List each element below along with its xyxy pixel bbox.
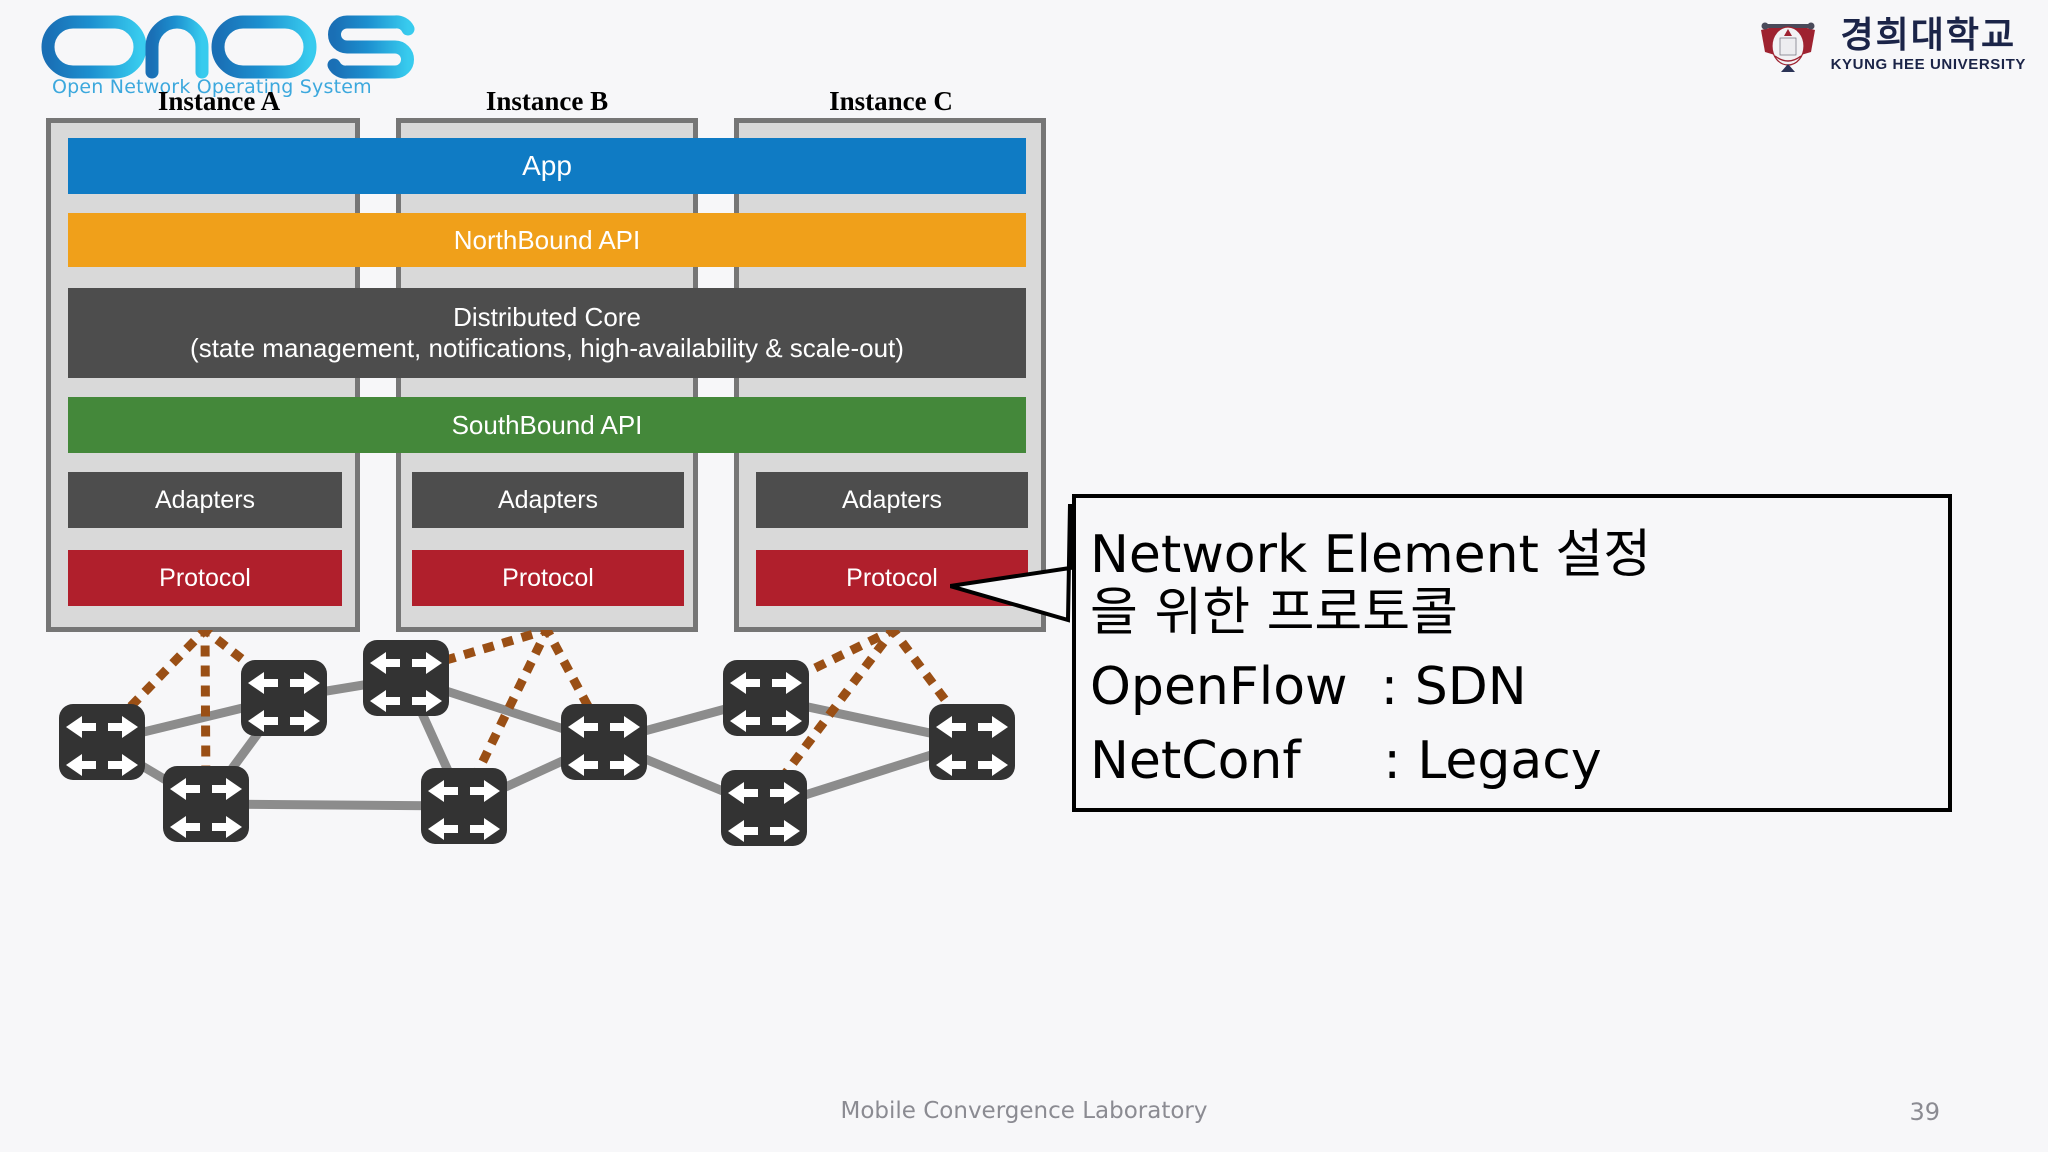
protocol-instance-a: Protocol: [68, 550, 342, 606]
adapters-instance-b: Adapters: [412, 472, 684, 528]
callout-line-1: Network Element 설정: [1090, 525, 1652, 585]
instance-label-a: Instance A: [157, 86, 281, 116]
university-name-kr: 경희대학교: [1840, 15, 2017, 56]
network-switch-icon: [241, 660, 327, 736]
network-switch-icon: [363, 640, 449, 716]
layer-northbound-api: NorthBound API: [68, 213, 1026, 267]
network-switch-icon: [721, 770, 807, 846]
protocol-instance-b: Protocol: [412, 550, 684, 606]
adapters-instance-a: Adapters: [68, 472, 342, 528]
instance-label-b: Instance B: [485, 86, 609, 116]
callout-box: Network Element 설정 을 위한 프로토콜 OpenFlow : …: [1072, 494, 1952, 812]
network-switch-icon: [723, 660, 809, 736]
onos-wordmark-icon: [41, 15, 415, 79]
layer-southbound-api: SouthBound API: [68, 397, 1026, 453]
kyung-hee-university-logo: 경희대학교 KYUNG HEE UNIVERSITY: [1755, 8, 2026, 82]
callout-line-4: NetConf : Legacy: [1090, 731, 1602, 791]
footer-lab-name: Mobile Convergence Laboratory: [840, 1098, 1208, 1124]
adapters-instance-c: Adapters: [756, 472, 1028, 528]
network-switch-icon: [561, 704, 647, 780]
callout-pointer: [950, 503, 1072, 623]
university-name-en: KYUNG HEE UNIVERSITY: [1830, 56, 2026, 73]
network-switch-icon: [421, 768, 507, 844]
distributed-core-subtitle: (state management, notifications, high-a…: [190, 333, 904, 363]
onos-tagline: Open Network Operating System: [52, 76, 372, 98]
network-switch-icon: [929, 704, 1015, 780]
distributed-core-title: Distributed Core: [453, 302, 641, 333]
university-crest-icon: [1755, 12, 1821, 78]
layer-app: App: [68, 138, 1026, 194]
onos-logo: [40, 8, 420, 94]
callout-line-3: OpenFlow : SDN: [1090, 657, 1527, 717]
page-number: 39: [1909, 1098, 1940, 1126]
instance-label-c: Instance C: [829, 86, 953, 116]
callout-line-2: 을 위한 프로토콜: [1090, 583, 1458, 643]
network-topology: [59, 630, 1015, 846]
layer-distributed-core: Distributed Core (state management, noti…: [68, 288, 1026, 378]
network-switch-icon: [163, 766, 249, 842]
network-switch-icon: [59, 704, 145, 780]
